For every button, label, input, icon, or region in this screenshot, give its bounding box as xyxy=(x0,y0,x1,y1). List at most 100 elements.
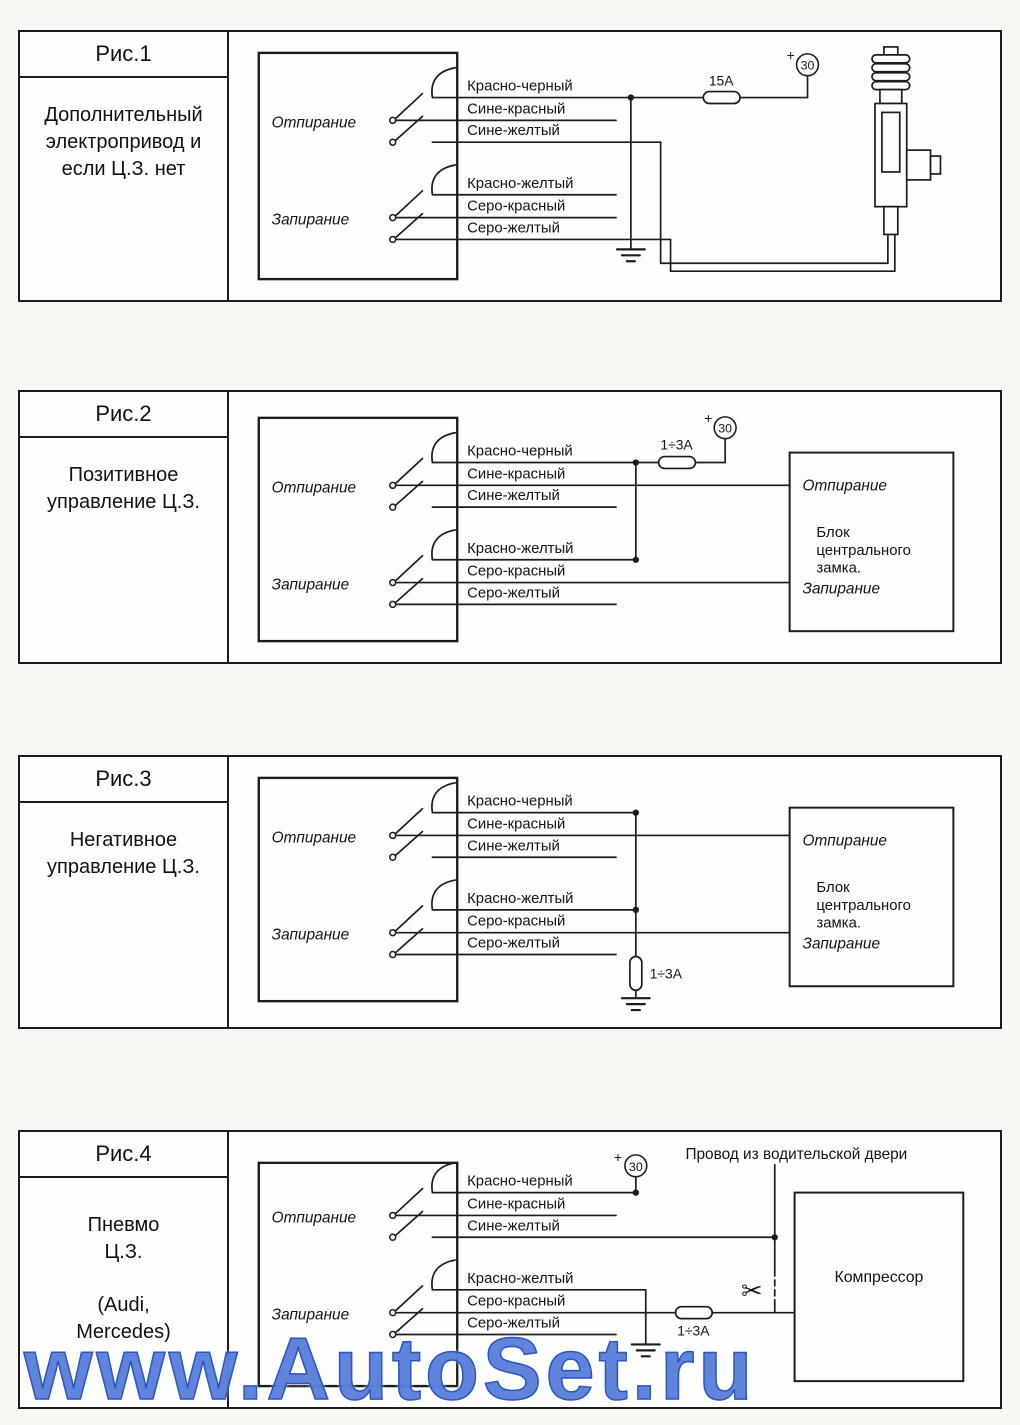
block-name-line: Блок xyxy=(816,880,850,896)
plus-sign: + xyxy=(704,410,712,426)
wire-label: Красно-черный xyxy=(467,79,573,95)
central-lock-unit-box xyxy=(788,806,955,988)
wire-label: Сине-желтый xyxy=(467,838,560,854)
door-actuator xyxy=(871,46,942,246)
figure-3-title: Рис.3 xyxy=(20,757,227,803)
figure-1-schematic: Отпирание Запирание Красно-черный Сине-к… xyxy=(257,46,942,281)
wire-label: Красно-желтый xyxy=(467,1271,573,1287)
figure-1-diagram: Отпирание Запирание Красно-черный Сине-к… xyxy=(229,32,1000,300)
block-name-line: замка. xyxy=(816,561,861,577)
block-unlock-label: Отпирание xyxy=(803,832,887,849)
wire-label: Красно-желтый xyxy=(467,891,573,907)
figure-4-panel: Рис.4 Пневмо Ц.З. (Audi, Mercedes) xyxy=(18,1130,1002,1409)
junction-dot xyxy=(632,1189,640,1196)
wiring xyxy=(394,1154,796,1346)
fuse-label: 1÷3A xyxy=(650,965,683,981)
driver-door-wire-label: Провод из водительской двери xyxy=(685,1146,907,1163)
wire-label: Сине-красный xyxy=(467,816,565,832)
fuse-15a xyxy=(702,90,741,105)
terminal-30-label: 30 xyxy=(801,59,815,73)
wire-label: Серо-желтый xyxy=(467,585,560,601)
figure-1-panel: Рис.1 Дополнительный электропривод и есл… xyxy=(18,30,1002,302)
relay-switches xyxy=(389,431,457,609)
unlock-label: Отпирание xyxy=(272,1209,356,1226)
ground-symbol xyxy=(615,248,646,263)
wire-label: Серо-желтый xyxy=(467,220,560,236)
figure-3-caption: Негативное управление Ц.З. xyxy=(47,829,200,878)
plus-sign: + xyxy=(614,1149,622,1165)
wire-label: Серо-красный xyxy=(467,914,565,930)
block-lock-label: Запирание xyxy=(803,580,881,597)
wire-label: Сине-красный xyxy=(467,1196,565,1212)
block-lock-label: Запирание xyxy=(803,936,881,953)
terminal-30-circle xyxy=(795,53,820,77)
relay-switches xyxy=(389,782,457,959)
figure-2-diagram: Отпирание Запирание Красно-черный Сине-к… xyxy=(229,392,1000,662)
unlock-label: Отпирание xyxy=(272,114,356,131)
lock-label: Запирание xyxy=(272,927,350,944)
compressor-box xyxy=(793,1191,965,1383)
figure-2-title: Рис.2 xyxy=(20,392,227,438)
figure-4-label-column: Рис.4 Пневмо Ц.З. (Audi, Mercedes) xyxy=(20,1132,229,1407)
fuse-label: 1÷3A xyxy=(677,1322,710,1338)
ground-symbol xyxy=(630,1343,661,1358)
wire-label: Красно-желтый xyxy=(467,541,573,557)
compressor-label: Компрессор xyxy=(835,1269,924,1286)
wire-label: Красно-черный xyxy=(467,444,573,460)
lock-label: Запирание xyxy=(272,577,350,594)
relay-switches xyxy=(389,66,457,244)
terminal-30-label: 30 xyxy=(629,1160,643,1174)
alarm-unit-box xyxy=(257,51,459,281)
unlock-label: Отпирание xyxy=(272,829,356,846)
figure-1-label-column: Рис.1 Дополнительный электропривод и есл… xyxy=(20,32,229,300)
figure-2-schematic: Отпирание Запирание Красно-черный Сине-к… xyxy=(257,410,955,643)
terminal-30-circle xyxy=(713,416,737,440)
figure-3-label-column: Рис.3 Негативное управление Ц.З. xyxy=(20,757,229,1027)
block-name-line: центрального xyxy=(816,543,911,559)
block-name-line: Блок xyxy=(816,525,850,541)
block-unlock-label: Отпирание xyxy=(803,477,887,494)
wire-label: Сине-красный xyxy=(467,101,565,117)
relay-switches xyxy=(389,1161,457,1339)
fuse-1-3a xyxy=(657,455,697,470)
autoset-watermark: www.AutoSet.ru xyxy=(23,1318,757,1419)
alarm-unit-box xyxy=(257,776,459,1003)
wire-label: Серо-желтый xyxy=(467,936,560,952)
ground-symbol xyxy=(620,997,651,1012)
wire-label: Сине-желтый xyxy=(467,1218,560,1234)
central-lock-unit-box xyxy=(788,451,955,633)
figure-1-title: Рис.1 xyxy=(20,32,227,78)
figure-2-panel: Рис.2 Позитивное управление Ц.З. xyxy=(18,390,1002,664)
terminal-30-label: 30 xyxy=(718,422,732,436)
figure-3-panel: Рис.3 Негативное управление Ц.З. xyxy=(18,755,1002,1029)
wire-label: Серо-желтый xyxy=(467,1316,560,1332)
alarm-unit-box xyxy=(257,416,459,643)
wire-label: Сине-желтый xyxy=(467,123,560,139)
figure-4-subcaption: (Audi, Mercedes) xyxy=(76,1294,171,1343)
fuse-label: 15A xyxy=(709,73,734,89)
lock-label: Запирание xyxy=(272,1307,350,1324)
unlock-label: Отпирание xyxy=(272,479,356,496)
wiring xyxy=(394,416,791,606)
figure-3-schematic: Отпирание Запирание Красно-черный Сине-к… xyxy=(257,776,955,1012)
lock-label: Запирание xyxy=(272,212,350,229)
block-name-line: замка. xyxy=(816,916,861,932)
wire-label: Красно-черный xyxy=(467,794,573,810)
figure-2-caption: Позитивное управление Ц.З. xyxy=(47,464,200,513)
figure-2-label-column: Рис.2 Позитивное управление Ц.З. xyxy=(20,392,229,662)
wire-label: Серо-красный xyxy=(467,199,565,215)
wiring xyxy=(394,53,896,273)
alarm-unit-box xyxy=(257,1161,459,1388)
fuse-1-3a xyxy=(629,955,643,992)
figure-4-title: Рис.4 xyxy=(20,1132,227,1178)
scissors-icon: ✂ xyxy=(741,1277,763,1307)
wire-label: Красно-черный xyxy=(467,1174,573,1190)
wire-label: Сине-желтый xyxy=(467,488,560,504)
wire-label: Серо-красный xyxy=(467,1294,565,1310)
block-name-line: центрального xyxy=(816,898,911,914)
wire-label: Серо-красный xyxy=(467,564,565,580)
plus-sign: + xyxy=(787,47,795,63)
figure-4-schematic: ✂ Отпирание Запирание Красно-черный Сине… xyxy=(257,1146,965,1388)
fuse-label: 1÷3A xyxy=(660,437,693,453)
